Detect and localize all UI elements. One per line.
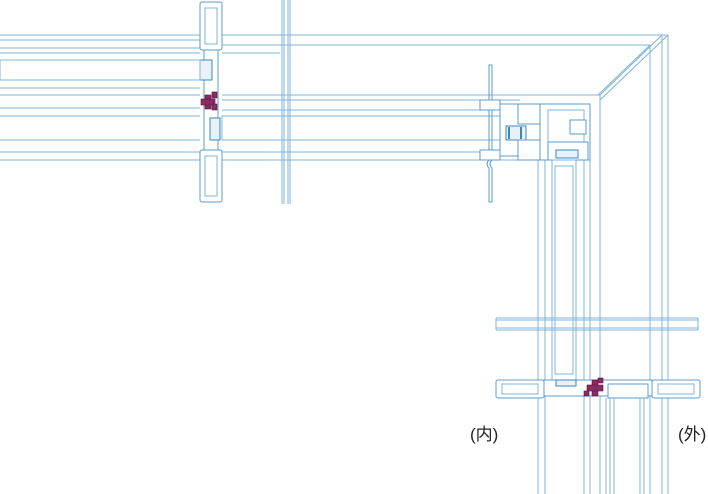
right-glazing-column: [551, 159, 577, 381]
sash-profile-top: [479, 64, 591, 203]
corner-mitre: [597, 34, 669, 101]
lower-vertical-lines: [605, 398, 645, 494]
transom-band: [495, 317, 699, 331]
left-gasket: [200, 91, 218, 111]
label-outside: (外): [678, 425, 707, 444]
vertical-frame-lines: [537, 35, 669, 494]
lower-gasket: [583, 377, 604, 397]
label-inside: (内): [470, 425, 499, 444]
vertical-rails: [281, 0, 291, 204]
